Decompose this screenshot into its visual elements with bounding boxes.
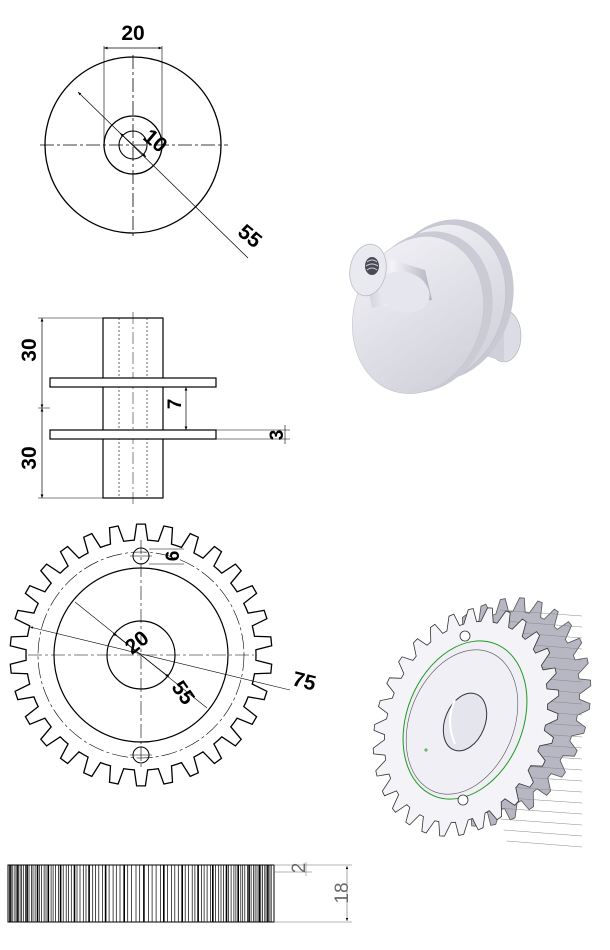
dim-gear-bore: 20 xyxy=(121,627,154,660)
spool-top-view: 20 10 55 xyxy=(40,22,266,258)
dim-flange-thickness: 3 xyxy=(267,430,288,441)
dim-spool-width: 20 xyxy=(121,22,144,45)
gear-face-view: 6 20 55 75 xyxy=(10,524,318,786)
dim-gear-side-height: 18 xyxy=(332,882,353,903)
dim-gear-outer-diameter: 75 xyxy=(290,668,319,696)
gear-side-view: 2 18 xyxy=(8,862,353,922)
gear-isometric-view xyxy=(373,598,591,847)
spool-isometric-view xyxy=(332,202,534,411)
dim-spool-lower-height: 30 xyxy=(18,446,41,469)
dim-gear-inner-diameter: 55 xyxy=(167,677,199,710)
dim-spool-inner: 10 xyxy=(139,125,172,158)
spool-side-view: 30 30 7 3 xyxy=(18,312,290,504)
dim-gear-small-hole: 6 xyxy=(163,551,184,562)
dim-spool-gap: 7 xyxy=(165,399,186,410)
dim-gear-side-upper: 2 xyxy=(289,863,310,874)
dim-spool-outer: 55 xyxy=(233,220,266,253)
dim-spool-upper-height: 30 xyxy=(18,338,41,361)
